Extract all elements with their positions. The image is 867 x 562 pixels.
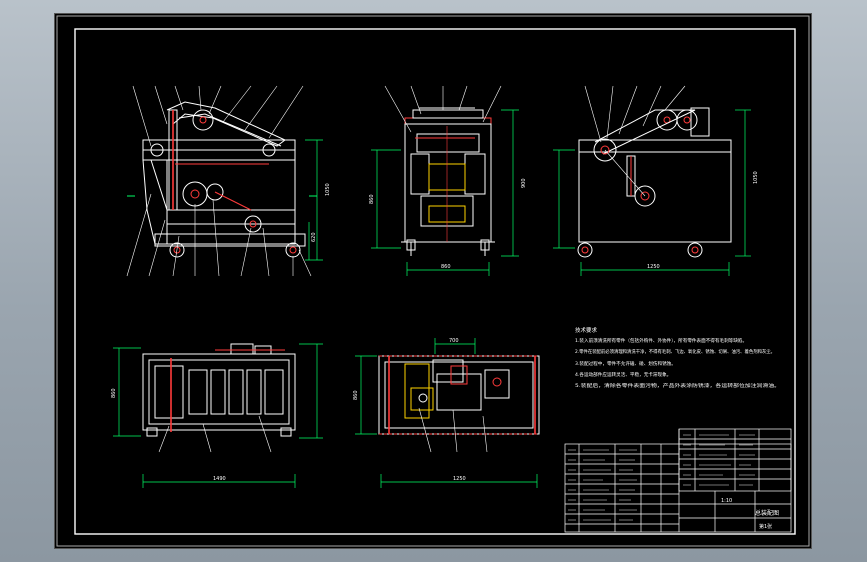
- front-dimensions: [305, 139, 323, 261]
- scale-label: 1:10: [721, 498, 732, 504]
- front-height-dim: 1050: [325, 183, 331, 196]
- sheet-label: 第1张: [759, 523, 772, 530]
- rear-wheel-right: [687, 242, 703, 258]
- plan-inner-dim: 700: [449, 338, 459, 344]
- front-body: [166, 159, 296, 245]
- front-view: [126, 85, 323, 277]
- top-depth-dim: 860: [111, 388, 117, 398]
- plan-width-dim: 1250: [453, 476, 466, 482]
- side-view: [371, 85, 519, 276]
- rear-wheel-left: [577, 242, 593, 258]
- plan-dimensions: [355, 338, 538, 488]
- front-cutter: [244, 215, 262, 233]
- front-wheel-right: [285, 242, 301, 258]
- parts-list-text: [568, 434, 755, 521]
- cad-drawing-canvas: 1050 620: [56, 15, 810, 547]
- notes-heading: 技术要求: [575, 326, 598, 334]
- rear-top-frame: [578, 139, 732, 153]
- top-dimensions: [113, 343, 323, 488]
- front-body-outline: [142, 159, 168, 245]
- outer-border: [56, 15, 810, 547]
- top-view: [113, 343, 323, 488]
- notes-line-5: 5.装配后，清除各零件表面污物，产品外表涂防锈漆，各运转部位加注润滑油。: [575, 382, 780, 389]
- title-block: [564, 428, 792, 533]
- front-wheel-left: [169, 242, 185, 258]
- rear-main-pulley: [593, 138, 617, 162]
- inner-border: [74, 28, 796, 535]
- plan-frame: [378, 355, 540, 435]
- side-left-dim: 860: [369, 194, 375, 204]
- top-frame: [142, 353, 296, 431]
- rear-dimensions: [553, 109, 751, 276]
- notes-line-1: 1.装入前须清洗所有零件（包括外购件、外协件），所有零件表面不得有毛刺等缺陷。: [575, 337, 747, 344]
- side-wheel-left: [406, 239, 416, 251]
- drawing-frame: [56, 15, 810, 547]
- front-base: [154, 233, 306, 247]
- rear-height-dim: 1050: [753, 171, 759, 184]
- notes-line-2: 2.零件在装配前必须清理和清洗干净，不得有毛刺、飞边、氧化皮、锈蚀、切屑、油污、…: [575, 348, 775, 355]
- front-pulley-top: [192, 109, 214, 131]
- plan-depth-dim: 860: [353, 390, 359, 400]
- drawing-title: 总装配图: [755, 509, 779, 517]
- side-wheel-right: [480, 239, 490, 251]
- notes-line-3: 3.装配过程中，零件不允许磕、碰、划伤和锈蚀。: [575, 360, 676, 367]
- rear-view: [553, 85, 751, 276]
- notes-line-4: 4.各运动部件应运转灵活、平稳，无卡滞现象。: [575, 371, 671, 378]
- side-height-dim: 900: [521, 178, 527, 188]
- top-width-dim: 1490: [213, 476, 226, 482]
- plan-view: [355, 338, 540, 488]
- front-gear: [182, 181, 208, 207]
- front-lower-dim: 620: [311, 232, 317, 242]
- rear-width-dim: 1250: [647, 264, 660, 270]
- parts-list-rows: [565, 429, 791, 532]
- rear-belt: [594, 109, 696, 155]
- side-top-plate: [404, 117, 492, 125]
- drawing-sheet: 1050 620: [55, 14, 811, 548]
- rear-motor: [690, 107, 710, 137]
- front-balloons: [126, 85, 312, 277]
- rear-cutter-wheel: [634, 185, 656, 207]
- front-pulley-left: [150, 143, 164, 157]
- side-width-dim: 860: [441, 264, 451, 270]
- side-frame: [404, 123, 492, 243]
- side-dimensions: [371, 109, 519, 276]
